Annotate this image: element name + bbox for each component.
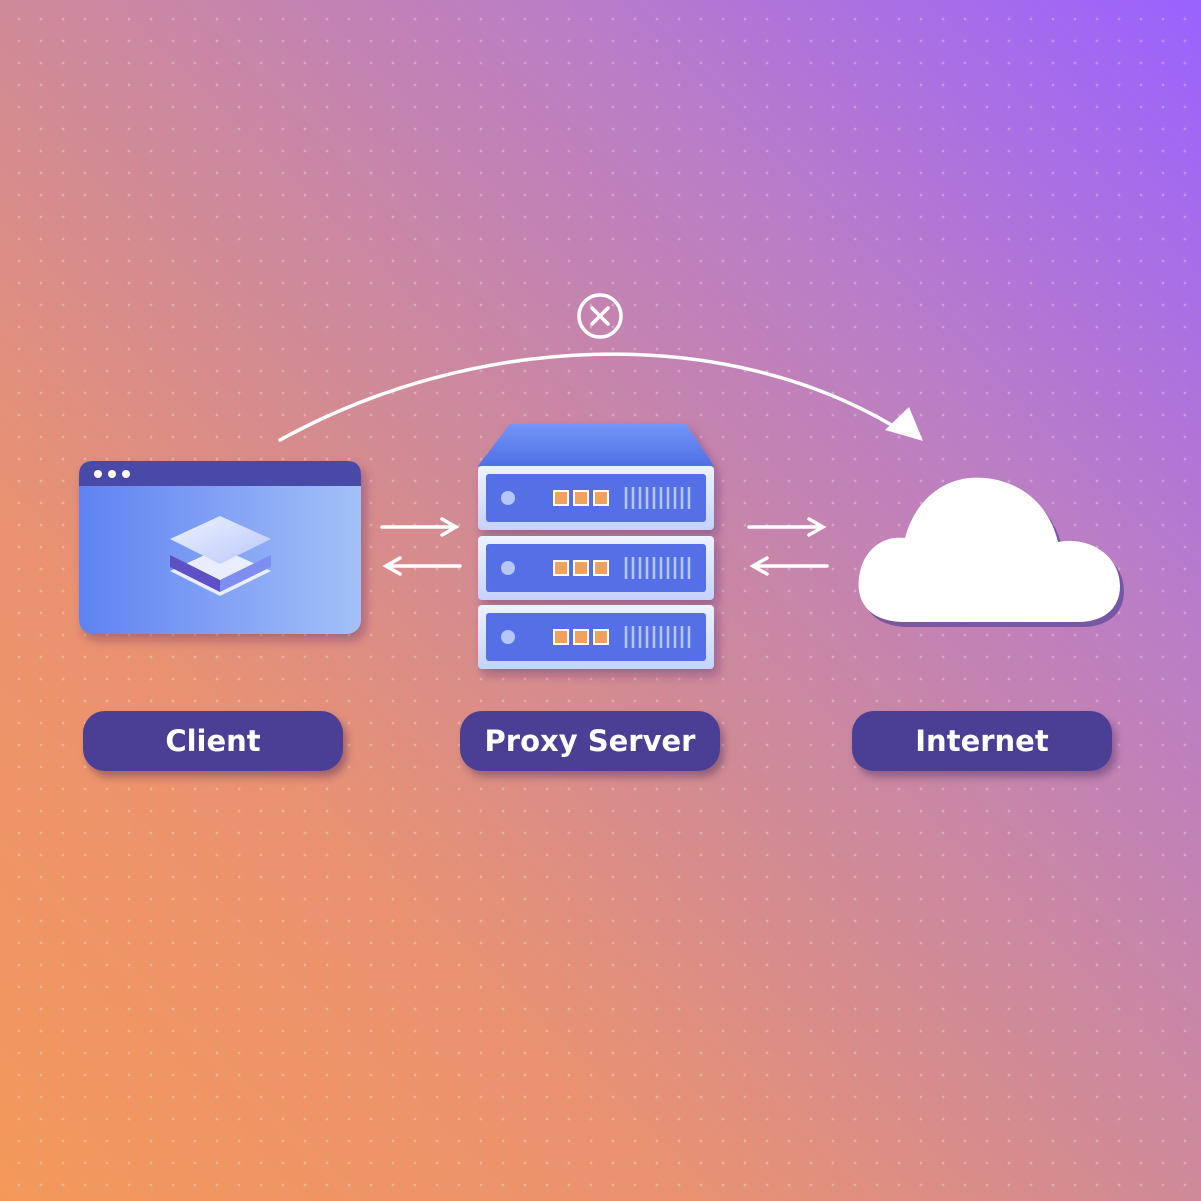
browser-window-layers-icon bbox=[79, 461, 361, 634]
internet-label: Internet bbox=[852, 711, 1112, 771]
x-circle-icon bbox=[577, 293, 623, 339]
server-unit bbox=[478, 605, 714, 669]
proxy-internet-arrows bbox=[747, 517, 829, 576]
cloud-icon bbox=[858, 477, 1124, 627]
proxy-server-label-text: Proxy Server bbox=[484, 724, 696, 758]
bypass-arrow bbox=[278, 352, 923, 442]
server-unit bbox=[478, 536, 714, 600]
server-unit bbox=[478, 466, 714, 530]
server-rack-icon bbox=[478, 424, 714, 669]
client-label: Client bbox=[83, 711, 343, 771]
proxy-server-label: Proxy Server bbox=[460, 711, 720, 771]
client-label-text: Client bbox=[165, 724, 261, 758]
internet-label-text: Internet bbox=[915, 724, 1049, 758]
client-proxy-arrows bbox=[380, 517, 462, 576]
